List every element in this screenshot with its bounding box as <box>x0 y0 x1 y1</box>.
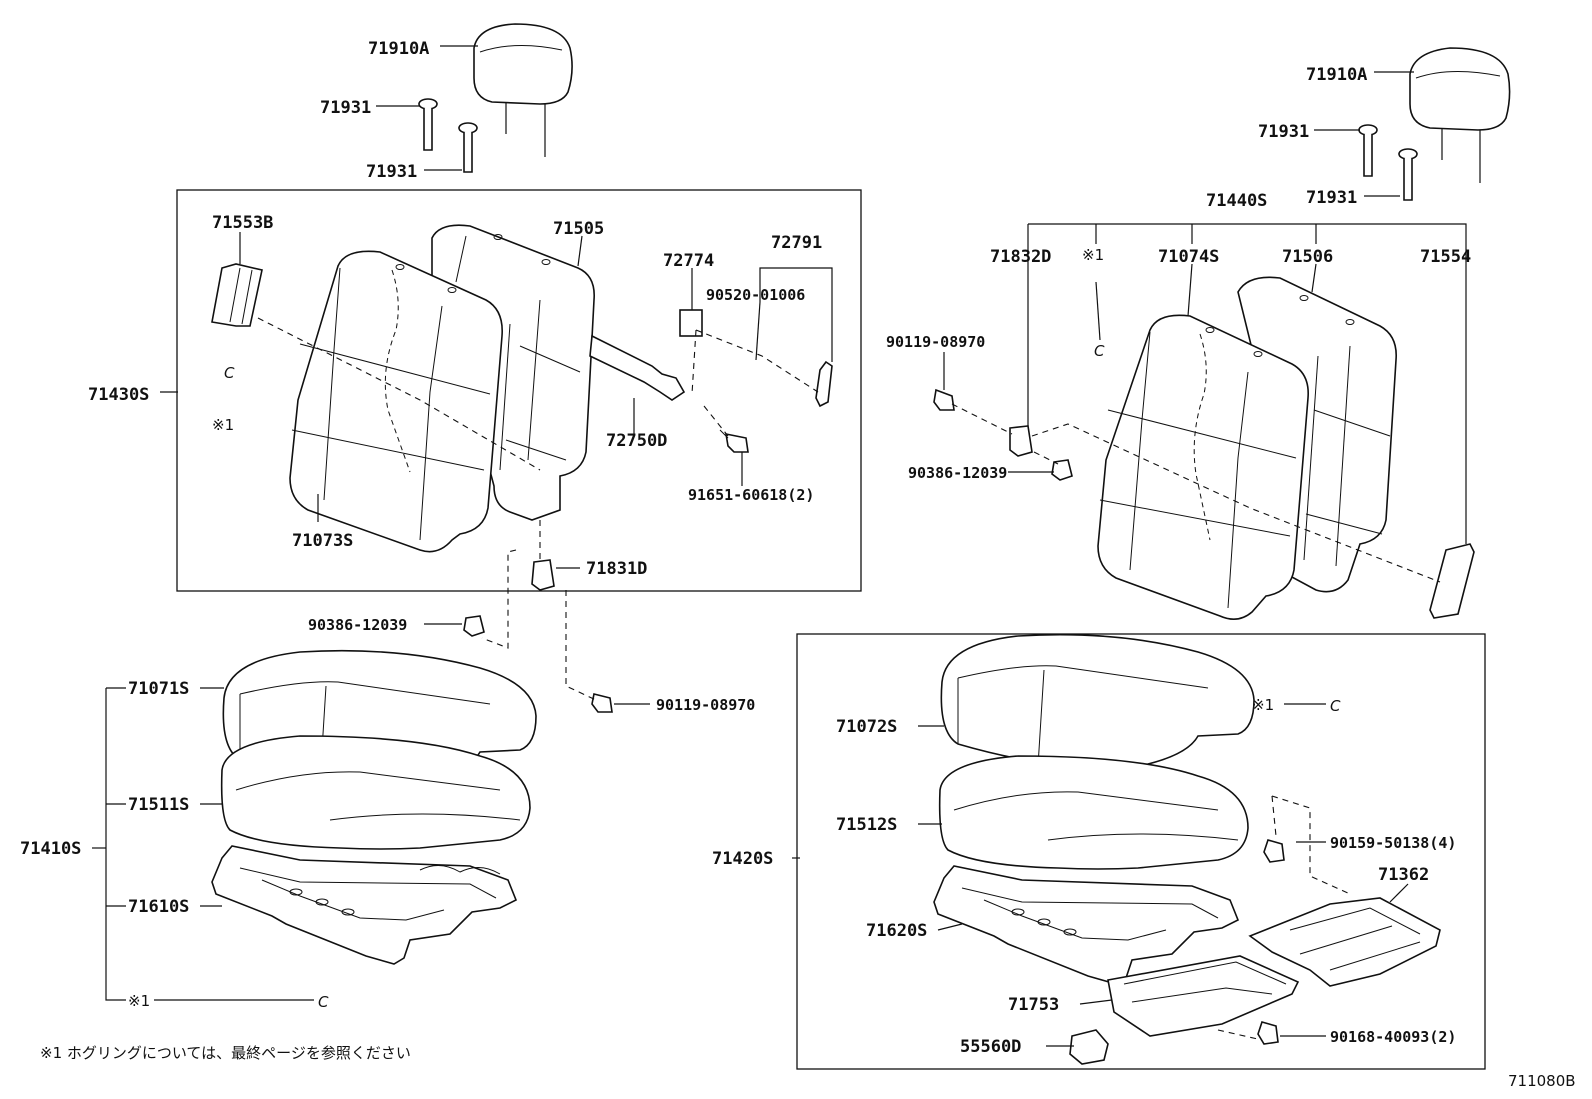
label-91651-60618: 91651-60618(2) <box>688 486 814 504</box>
label-90386-12039-right: 90386-12039 <box>908 464 1007 482</box>
label-71610S: 71610S <box>128 897 189 917</box>
cushion-pad-71512S <box>938 755 1249 870</box>
ref-mark-upper-right: ※1 <box>1082 246 1104 264</box>
headrest-right <box>1409 47 1511 183</box>
guide-pin-left-1 <box>418 98 438 151</box>
label-71506: 71506 <box>1282 247 1333 267</box>
label-72750D: 72750D <box>606 431 667 451</box>
label-71931-right-1: 71931 <box>1258 122 1309 142</box>
label-71831D: 71831D <box>586 559 647 579</box>
bolt-91651 <box>719 429 749 453</box>
bolt-90159 <box>1263 839 1285 863</box>
cushion-group-box-right <box>796 633 1486 1070</box>
label-55560D: 55560D <box>960 1037 1021 1057</box>
label-71410S: 71410S <box>20 839 81 859</box>
label-71832D: 71832D <box>990 247 1051 267</box>
ref-mark-right: ※1 <box>1252 696 1274 714</box>
hinge-cover-71831D <box>531 559 555 591</box>
label-90119-08970-left: 90119-08970 <box>656 696 755 714</box>
cushion-cover-71072S <box>940 633 1255 769</box>
guide-pin-left-2 <box>458 122 478 173</box>
cushion-frame-71620S <box>933 865 1240 985</box>
label-71430S: 71430S <box>88 385 149 405</box>
cushion-pad-71511S <box>220 735 531 850</box>
seatback-group-box-left <box>176 189 862 592</box>
ref-mark-lower-left: ※1 <box>128 992 150 1010</box>
guide-pin-right-1 <box>1358 124 1378 177</box>
clip-55560D <box>1069 1029 1109 1065</box>
seatback-frame-right <box>1237 276 1397 593</box>
label-71910A-left: 71910A <box>368 39 429 59</box>
storage-box-71753 <box>1107 955 1300 1037</box>
label-71074S: 71074S <box>1158 247 1219 267</box>
label-71931-right-2: 71931 <box>1306 188 1357 208</box>
bolt-90119-right <box>933 388 955 411</box>
figure-id: 711080B <box>1508 1072 1576 1090</box>
ref-c-upper-right: C <box>1094 342 1105 360</box>
ref-c-right: C <box>1330 697 1341 715</box>
label-71554: 71554 <box>1420 247 1471 267</box>
label-72774: 72774 <box>663 251 714 271</box>
bolt-90168 <box>1257 1021 1279 1045</box>
guide-pin-right-2 <box>1398 148 1418 201</box>
label-71553B: 71553B <box>212 213 273 233</box>
trim-cover-71554 <box>1429 543 1475 619</box>
leader-lines <box>92 45 1467 1047</box>
label-71931-left-1: 71931 <box>320 98 371 118</box>
trim-cover-71553B <box>211 263 263 327</box>
hinge-cover-71832D <box>1009 425 1033 457</box>
label-90159-50138: 90159-50138(4) <box>1330 834 1456 852</box>
label-71753: 71753 <box>1008 995 1059 1015</box>
assembly-dashed-lines <box>257 317 1441 1041</box>
bolt-90119-left <box>591 693 613 713</box>
label-90168-40093: 90168-40093(2) <box>1330 1028 1456 1046</box>
ref-c-upper-left: C <box>224 364 235 382</box>
seatback-cover-right <box>1097 314 1309 620</box>
label-71071S: 71071S <box>128 679 189 699</box>
tray-71362 <box>1248 897 1441 987</box>
label-71073S: 71073S <box>292 531 353 551</box>
headrest-left <box>473 23 573 157</box>
label-71512S: 71512S <box>836 815 897 835</box>
cushion-frame-71610S <box>211 845 518 965</box>
ref-c-lower-left: C <box>318 993 329 1011</box>
label-71362: 71362 <box>1378 865 1429 885</box>
label-71420S: 71420S <box>712 849 773 869</box>
label-71511S: 71511S <box>128 795 189 815</box>
label-72791: 72791 <box>771 233 822 253</box>
label-90520-01006: 90520-01006 <box>706 286 805 304</box>
footnote: ※1 ホグリングについては、最終ページを参照ください <box>40 1044 411 1062</box>
label-71505: 71505 <box>553 219 604 239</box>
recliner-bracket <box>589 309 833 408</box>
ref-mark-upper-left: ※1 <box>212 416 234 434</box>
label-90119-08970-right: 90119-08970 <box>886 333 985 351</box>
label-71620S: 71620S <box>866 921 927 941</box>
bolt-90386-left <box>463 615 485 637</box>
label-71440S: 71440S <box>1206 191 1267 211</box>
seatback-cover-left <box>289 234 551 553</box>
label-71072S: 71072S <box>836 717 897 737</box>
label-71931-left-2: 71931 <box>366 162 417 182</box>
label-90386-12039-left: 90386-12039 <box>308 616 407 634</box>
label-71910A-right: 71910A <box>1306 65 1367 85</box>
